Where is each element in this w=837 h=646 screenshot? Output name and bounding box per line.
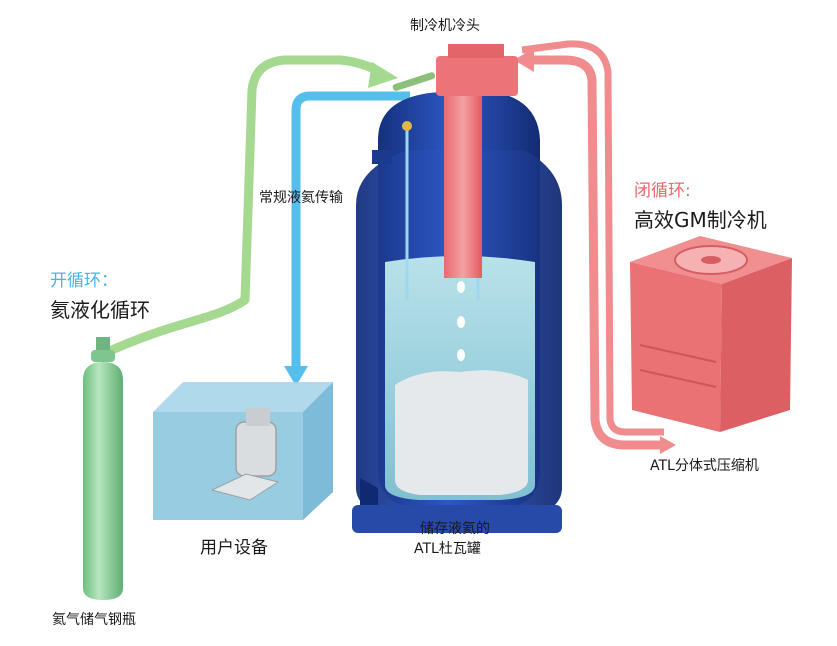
valve-knob xyxy=(402,121,412,131)
closed-loop-title: 闭循环: xyxy=(634,181,691,201)
helium-droplets xyxy=(457,281,465,361)
red-arrow-head-bottom xyxy=(660,436,676,454)
cylinder-label: 氦气储气钢瓶 xyxy=(52,612,136,628)
dewar-label-line2: ATL杜瓦罐 xyxy=(414,541,481,557)
cold-head xyxy=(392,44,518,278)
transfer-arrow xyxy=(284,91,410,386)
atl-dewar xyxy=(352,90,562,533)
cold-head-label: 制冷机冷头 xyxy=(410,18,480,34)
user-equipment-label: 用户设备 xyxy=(200,538,268,558)
user-equipment xyxy=(153,382,333,520)
green-arrow-head xyxy=(368,62,398,88)
closed-loop-name: 高效GM制冷机 xyxy=(634,208,767,232)
open-loop-name: 氦液化循环 xyxy=(50,298,150,322)
helium-surface-vapor xyxy=(395,370,528,495)
transfer-label: 常规液氦传输 xyxy=(259,190,343,206)
blue-arrow-head xyxy=(284,366,308,386)
compressor-label: ATL分体式压缩机 xyxy=(650,458,759,474)
atl-compressor xyxy=(630,236,792,432)
dewar-label-line1: 储存液氦的 xyxy=(420,521,490,537)
open-loop-pipe xyxy=(107,55,398,355)
closed-loop-pipes xyxy=(514,40,676,454)
red-arrow-head-top xyxy=(514,48,534,72)
helium-cylinder xyxy=(83,337,123,600)
open-loop-title: 开循环： xyxy=(50,271,118,291)
